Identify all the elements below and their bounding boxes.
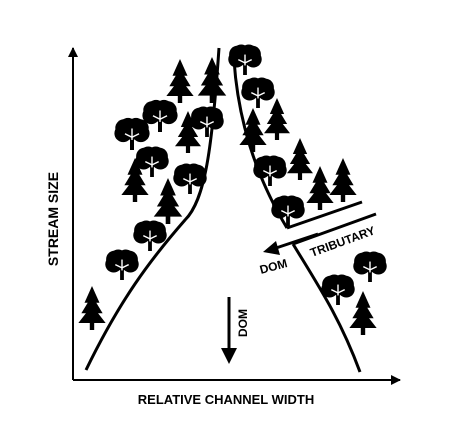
- deciduous-tree-icon: [241, 77, 275, 108]
- right-bank-lower: [291, 243, 362, 373]
- conifer-tree-icon: [349, 291, 377, 335]
- deciduous-tree-icon: [133, 220, 167, 251]
- left-bank: [84, 47, 221, 371]
- deciduous-tree-icon: [105, 249, 139, 280]
- conifer-tree-icon: [166, 59, 194, 103]
- conifer-tree-icon: [306, 166, 334, 210]
- right-bank-trees: [228, 44, 387, 335]
- dom-down-label: DOM: [236, 309, 250, 337]
- deciduous-tree-icon: [173, 163, 207, 194]
- deciduous-tree-icon: [114, 117, 150, 150]
- deciduous-tree-icon: [253, 155, 287, 186]
- deciduous-tree-icon: [321, 274, 355, 305]
- x-axis-label: RELATIVE CHANNEL WIDTH: [138, 392, 314, 407]
- dom-side-label: DOM: [258, 256, 289, 277]
- left-bank-trees: [78, 57, 227, 330]
- conifer-tree-icon: [153, 178, 183, 224]
- deciduous-tree-icon: [271, 195, 305, 226]
- conifer-tree-icon: [78, 286, 106, 330]
- deciduous-tree-icon: [135, 146, 169, 177]
- deciduous-tree-icon: [353, 251, 387, 282]
- conifer-tree-icon: [286, 138, 314, 180]
- deciduous-tree-icon: [190, 106, 224, 137]
- deciduous-tree-icon: [228, 44, 262, 75]
- conifer-tree-icon: [329, 158, 357, 202]
- tributary-channel-upper: [286, 200, 363, 230]
- conifer-tree-icon: [263, 98, 291, 140]
- conifer-tree-icon: [239, 108, 267, 152]
- conifer-tree-icon: [121, 158, 149, 202]
- deciduous-tree-icon: [142, 99, 178, 132]
- y-axis-label: STREAM SIZE: [45, 172, 61, 266]
- dom-side-arrow: [263, 232, 319, 255]
- dom-down-arrow: [221, 297, 237, 364]
- conifer-tree-icon: [197, 57, 227, 103]
